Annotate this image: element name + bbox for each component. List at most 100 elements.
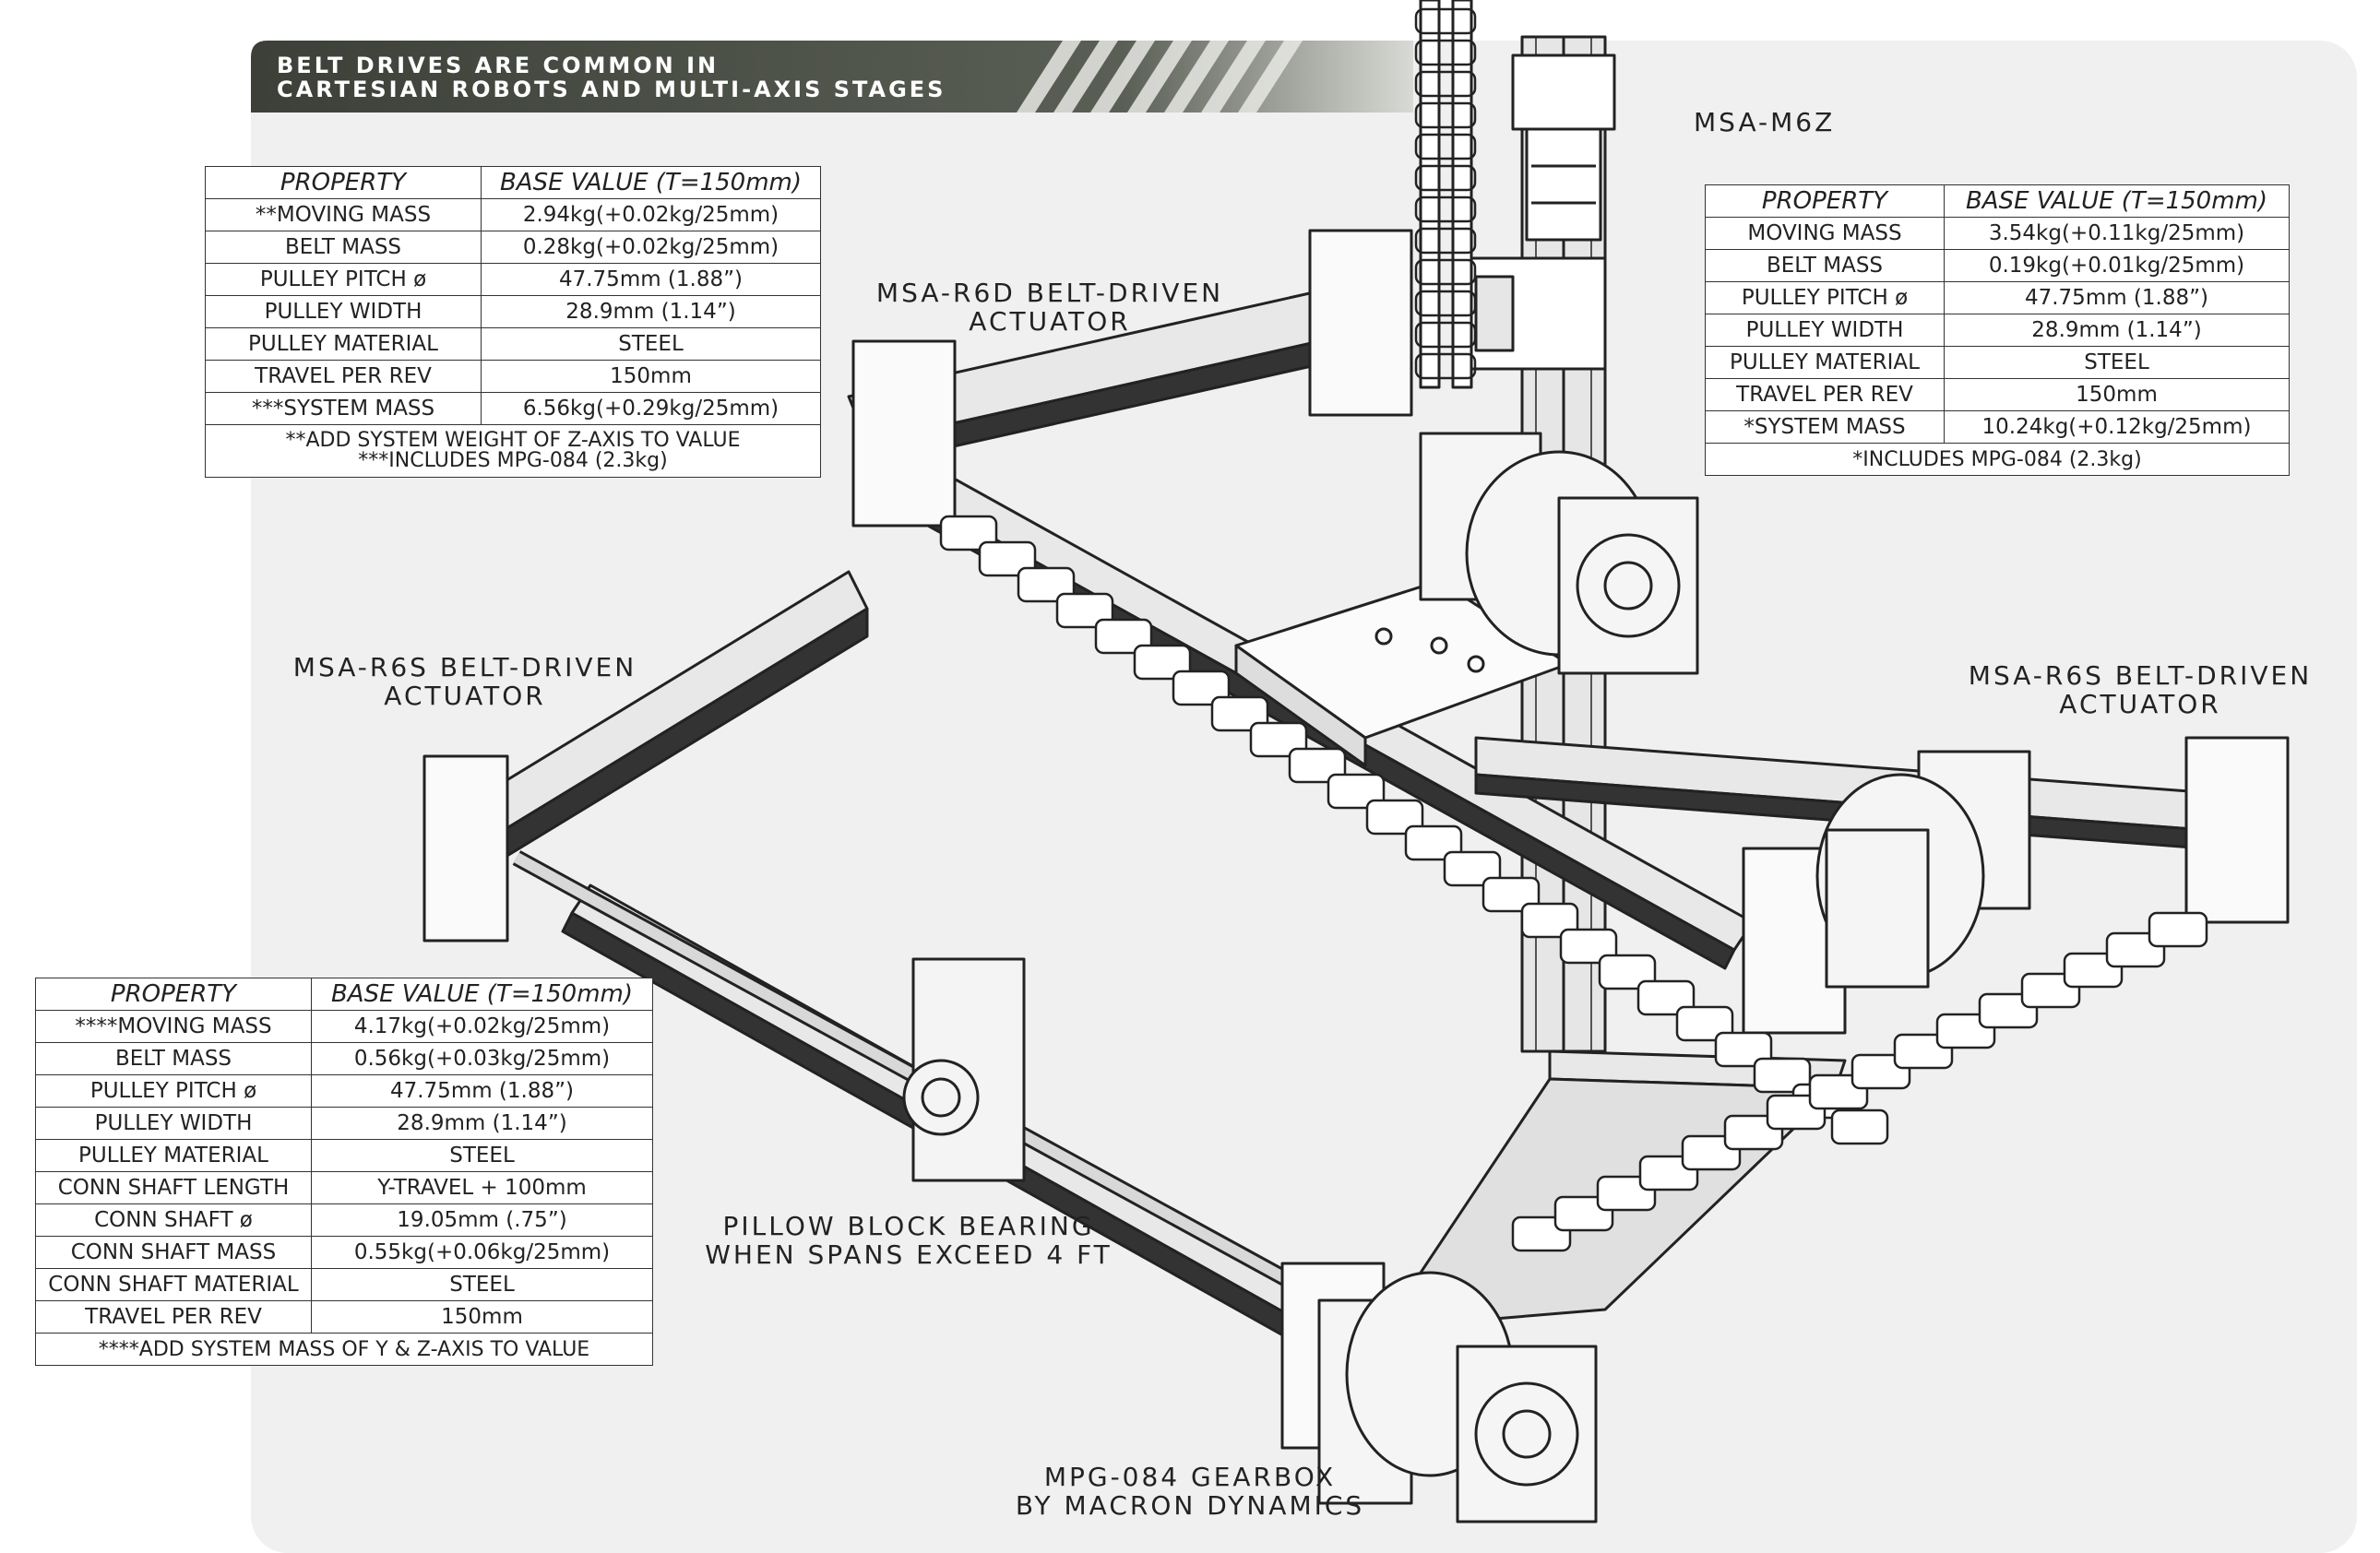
chain-link [1094,618,1153,655]
property-cell: CONN SHAFT MATERIAL [35,1268,312,1301]
property-cell: ****MOVING MASS [35,1010,312,1043]
value-cell: 28.9mm (1.14”) [481,295,821,328]
value-cell: 10.24kg(+0.12kg/25mm) [1944,410,2290,444]
property-cell: PULLEY MATERIAL [35,1139,312,1172]
property-cell: TRAVEL PER REV [1705,378,1945,411]
property-cell: CONN SHAFT MASS [35,1236,312,1269]
chain-link [1055,592,1114,629]
value-cell: 0.55kg(+0.06kg/25mm) [311,1236,653,1269]
table-note-row: ****ADD SYSTEM MASS OF Y & Z-AXIS TO VAL… [35,1333,653,1366]
callout-msa-r6s-left-line1: MSA-R6S BELT-DRIVEN [292,652,637,682]
table-note: *INCLUDES MPG-084 (2.3kg) [1705,443,2290,476]
header-base-value: BASE VALUE (T=150mm) [1944,184,2290,218]
chain-link [1482,876,1541,913]
table-note: ****ADD SYSTEM MASS OF Y & Z-AXIS TO VAL… [35,1333,653,1366]
spec-table-r6d: PROPERTY BASE VALUE (T=150mm) **MOVING M… [205,166,821,478]
property-cell: BELT MASS [205,231,482,264]
callout-msa-r6s-right-line1: MSA-R6S BELT-DRIVEN [1968,660,2313,691]
chain-link [1414,352,1477,380]
chain-link [1133,644,1192,681]
callout-msa-r6d-line1: MSA-R6D BELT-DRIVEN [875,278,1224,308]
property-cell: PULLEY MATERIAL [205,327,482,361]
value-cell: 0.28kg(+0.02kg/25mm) [481,231,821,264]
spec-table-header: PROPERTY BASE VALUE (T=150mm) [205,166,821,199]
chain-link [1414,321,1477,349]
chain-link [1753,1057,1812,1094]
chain-link [978,540,1037,577]
spec-table-r6s: PROPERTY BASE VALUE (T=150mm) ****MOVING… [35,978,653,1366]
value-cell: 6.56kg(+0.29kg/25mm) [481,392,821,425]
chain-link [1636,979,1696,1016]
spec-table-m6z: PROPERTY BASE VALUE (T=150mm) MOVING MAS… [1705,184,2290,476]
chain-link [1520,902,1579,939]
table-note: **ADD SYSTEM WEIGHT OF Z-AXIS TO VALUE *… [205,424,821,478]
callout-pillow-block-line2: WHEN SPANS EXCEED 4 FT [705,1239,1113,1270]
property-cell: CONN SHAFT LENGTH [35,1171,312,1204]
property-cell: PULLEY PITCH ø [1705,281,1945,314]
value-cell: Y-TRAVEL + 100mm [311,1171,653,1204]
callout-msa-r6s-right: MSA-R6S BELT-DRIVEN ACTUATOR [1937,661,2343,718]
pillow-block-bearing [902,957,1026,1182]
callout-gearbox: MPG-084 GEARBOX BY MACRON DYNAMICS [987,1463,1393,1520]
chain-link [1404,824,1463,861]
banner-line-2: CARTESIAN ROBOTS AND MULTI-AXIS STAGES [277,77,946,102]
spec-table-header: PROPERTY BASE VALUE (T=150mm) [35,978,653,1011]
value-cell: STEEL [311,1139,653,1172]
chain-link [1414,39,1477,66]
chain-link [1414,164,1477,192]
value-cell: 4.17kg(+0.02kg/25mm) [311,1010,653,1043]
property-cell: **MOVING MASS [205,198,482,231]
chain-link [1210,695,1269,732]
property-cell: TRAVEL PER REV [205,360,482,393]
chain-link [1017,566,1076,603]
header-property: PROPERTY [35,978,312,1011]
chain-link [1714,1031,1773,1068]
value-cell: 150mm [311,1300,653,1334]
value-cell: STEEL [481,327,821,361]
spec-table-header: PROPERTY BASE VALUE (T=150mm) [1705,184,2290,218]
chain-link [1598,954,1657,990]
chain-link [1414,7,1477,35]
callout-msa-r6d: MSA-R6D BELT-DRIVEN ACTUATOR [847,279,1253,336]
chain-link [1830,1108,1889,1145]
chain-link [1414,101,1477,129]
chain-link [1414,227,1477,255]
chain-link [1414,258,1477,286]
connecting-shaft [512,850,1296,1289]
chain-link [1288,747,1347,784]
callout-pillow-block: PILLOW BLOCK BEARING WHEN SPANS EXCEED 4… [678,1212,1139,1269]
property-cell: PULLEY PITCH ø [205,263,482,296]
property-cell: BELT MASS [35,1042,312,1075]
callout-pillow-block-line1: PILLOW BLOCK BEARING [722,1211,1095,1241]
banner-line-1: BELT DRIVES ARE COMMON IN [277,53,720,78]
property-cell: PULLEY WIDTH [1705,314,1945,347]
property-cell: *SYSTEM MASS [1705,410,1945,444]
chain-link [1414,70,1477,98]
value-cell: 3.54kg(+0.11kg/25mm) [1944,217,2290,250]
chain-link [1365,799,1424,836]
header-base-value: BASE VALUE (T=150mm) [311,978,653,1011]
callout-msa-r6d-line2: ACTUATOR [969,306,1131,337]
y-carriage [1234,579,1570,767]
value-cell: 28.9mm (1.14”) [1944,314,2290,347]
property-cell: PULLEY MATERIAL [1705,346,1945,379]
